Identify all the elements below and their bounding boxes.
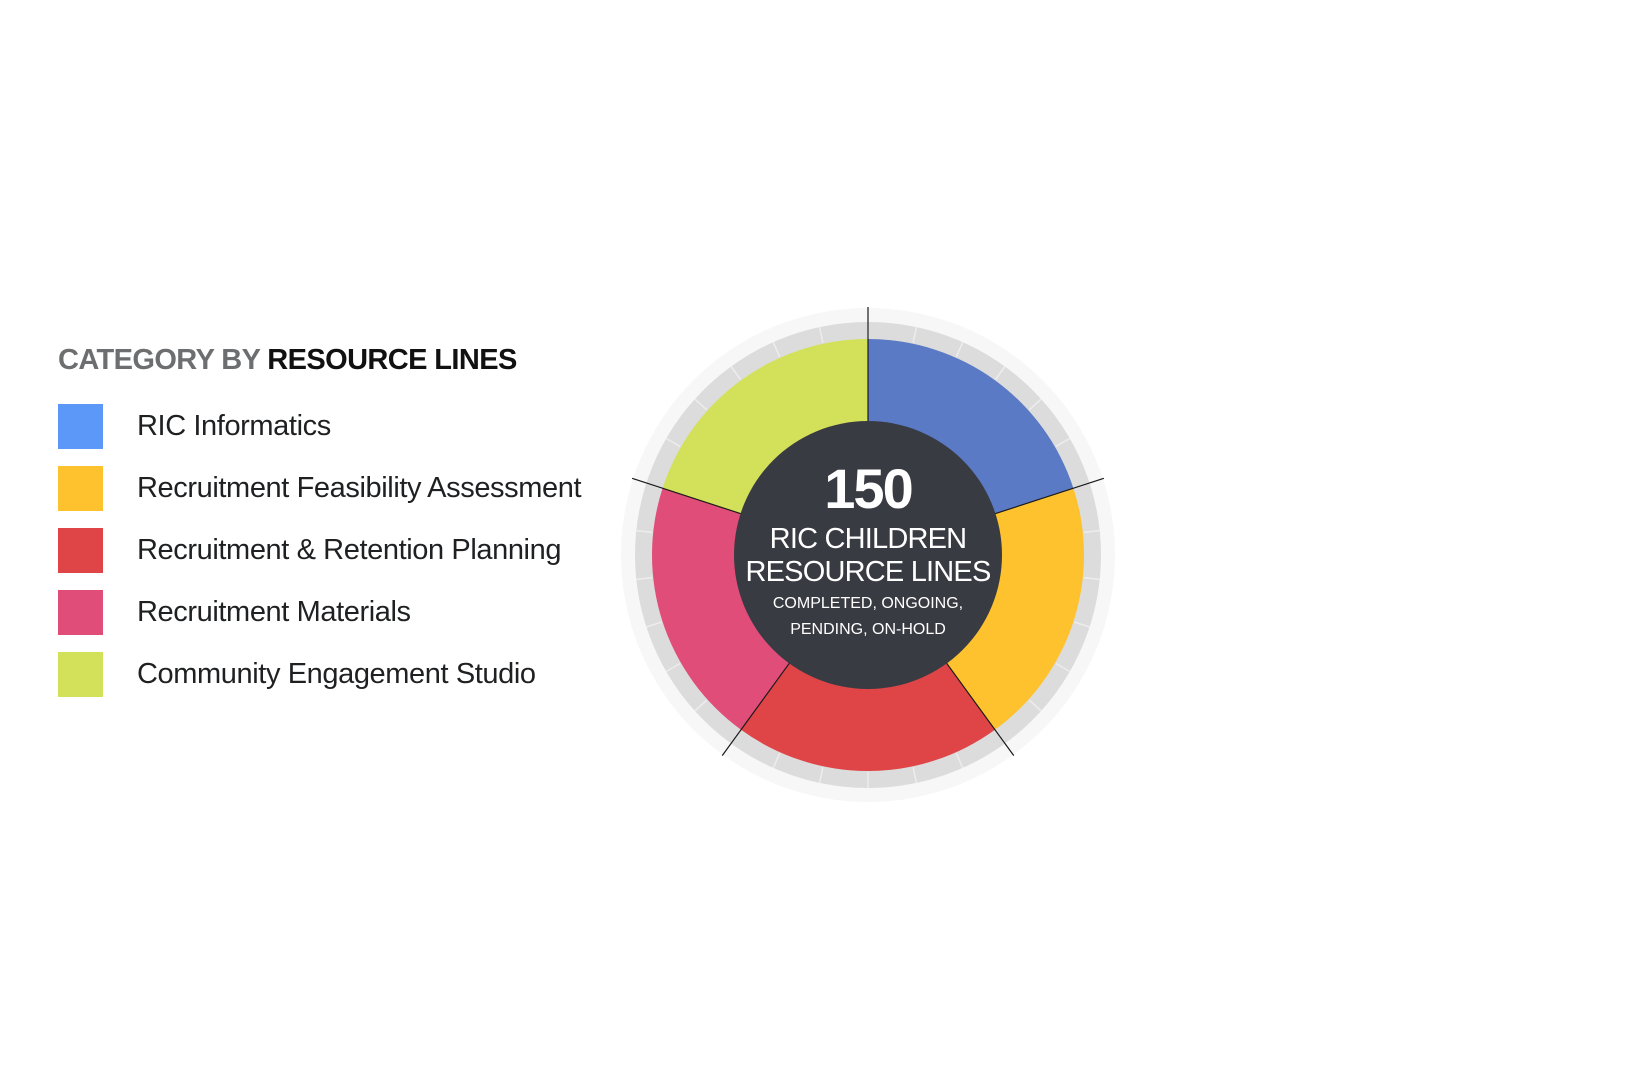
ring-tick bbox=[1055, 437, 1071, 448]
center-total: 150 bbox=[824, 457, 911, 520]
legend-item-recruitment-feasibility: Recruitment Feasibility Assessment bbox=[58, 457, 618, 519]
center-sub1: COMPLETED, ONGOING, bbox=[773, 595, 963, 612]
ring-tick bbox=[818, 767, 824, 784]
ring-tick bbox=[1028, 699, 1042, 712]
legend-title-part1: CATEGORY BY bbox=[58, 344, 260, 376]
slice-divider bbox=[631, 477, 747, 517]
legend-swatch bbox=[58, 465, 103, 511]
slice-dividers bbox=[631, 307, 1105, 756]
ring-tick bbox=[912, 326, 918, 343]
donut-slice bbox=[652, 488, 792, 730]
legend-label: Recruitment Feasibility Assessment bbox=[137, 471, 582, 504]
slice-divider bbox=[989, 477, 1105, 517]
ring-tick bbox=[1055, 662, 1071, 673]
ring-tick bbox=[665, 437, 681, 448]
ring-tick bbox=[636, 576, 653, 581]
ring-tick bbox=[1083, 576, 1100, 581]
legend-title: CATEGORY BY RESOURCE LINES bbox=[58, 344, 618, 377]
legend-label: Community Engagement Studio bbox=[137, 657, 536, 690]
ring-tick bbox=[665, 662, 681, 673]
legend-label: Recruitment Materials bbox=[137, 595, 411, 628]
ring-tick bbox=[1028, 398, 1042, 411]
legend-item-recruitment-retention: Recruitment & Retention Planning bbox=[58, 519, 618, 581]
ring-tick bbox=[912, 767, 918, 784]
donut-slice bbox=[868, 339, 1074, 515]
legend-item-community-engagement: Community Engagement Studio bbox=[58, 643, 618, 705]
donut-slice bbox=[944, 488, 1084, 730]
ring-tick bbox=[694, 398, 708, 411]
legend: CATEGORY BY RESOURCE LINES RIC Informati… bbox=[58, 344, 618, 705]
legend-label: RIC Informatics bbox=[137, 409, 331, 442]
center-line1: RIC CHILDREN bbox=[770, 523, 967, 555]
slice-divider bbox=[721, 658, 794, 756]
ring-tick bbox=[646, 621, 662, 628]
ring-tick bbox=[772, 341, 781, 358]
ring-tick bbox=[730, 366, 742, 380]
legend-item-recruitment-materials: Recruitment Materials bbox=[58, 581, 618, 643]
ring-tick bbox=[1074, 621, 1090, 628]
ring-tick bbox=[818, 326, 824, 343]
ring-tick bbox=[694, 699, 708, 712]
ring-tick bbox=[1083, 529, 1100, 534]
legend-swatch bbox=[58, 589, 103, 635]
center-line2: RESOURCE LINES bbox=[745, 556, 990, 588]
ring-tick bbox=[955, 752, 964, 769]
outer-ring-ticks bbox=[636, 322, 1100, 788]
center-sub2: PENDING, ON-HOLD bbox=[790, 621, 946, 638]
ring-tick bbox=[994, 366, 1006, 380]
ring-tick bbox=[772, 752, 781, 769]
center-disc bbox=[734, 421, 1002, 689]
legend-label: Recruitment & Retention Planning bbox=[137, 533, 562, 566]
slice-divider bbox=[942, 658, 1015, 756]
donut-slice bbox=[662, 339, 868, 515]
legend-item-ric-informatics: RIC Informatics bbox=[58, 395, 618, 457]
donut-slice bbox=[741, 660, 995, 772]
donut-slices bbox=[652, 339, 1084, 772]
legend-swatch bbox=[58, 651, 103, 697]
legend-swatch bbox=[58, 403, 103, 449]
ring-tick bbox=[955, 341, 964, 358]
legend-swatch bbox=[58, 527, 103, 573]
ring-tick bbox=[636, 529, 653, 534]
legend-title-part2: RESOURCE LINES bbox=[267, 344, 517, 376]
